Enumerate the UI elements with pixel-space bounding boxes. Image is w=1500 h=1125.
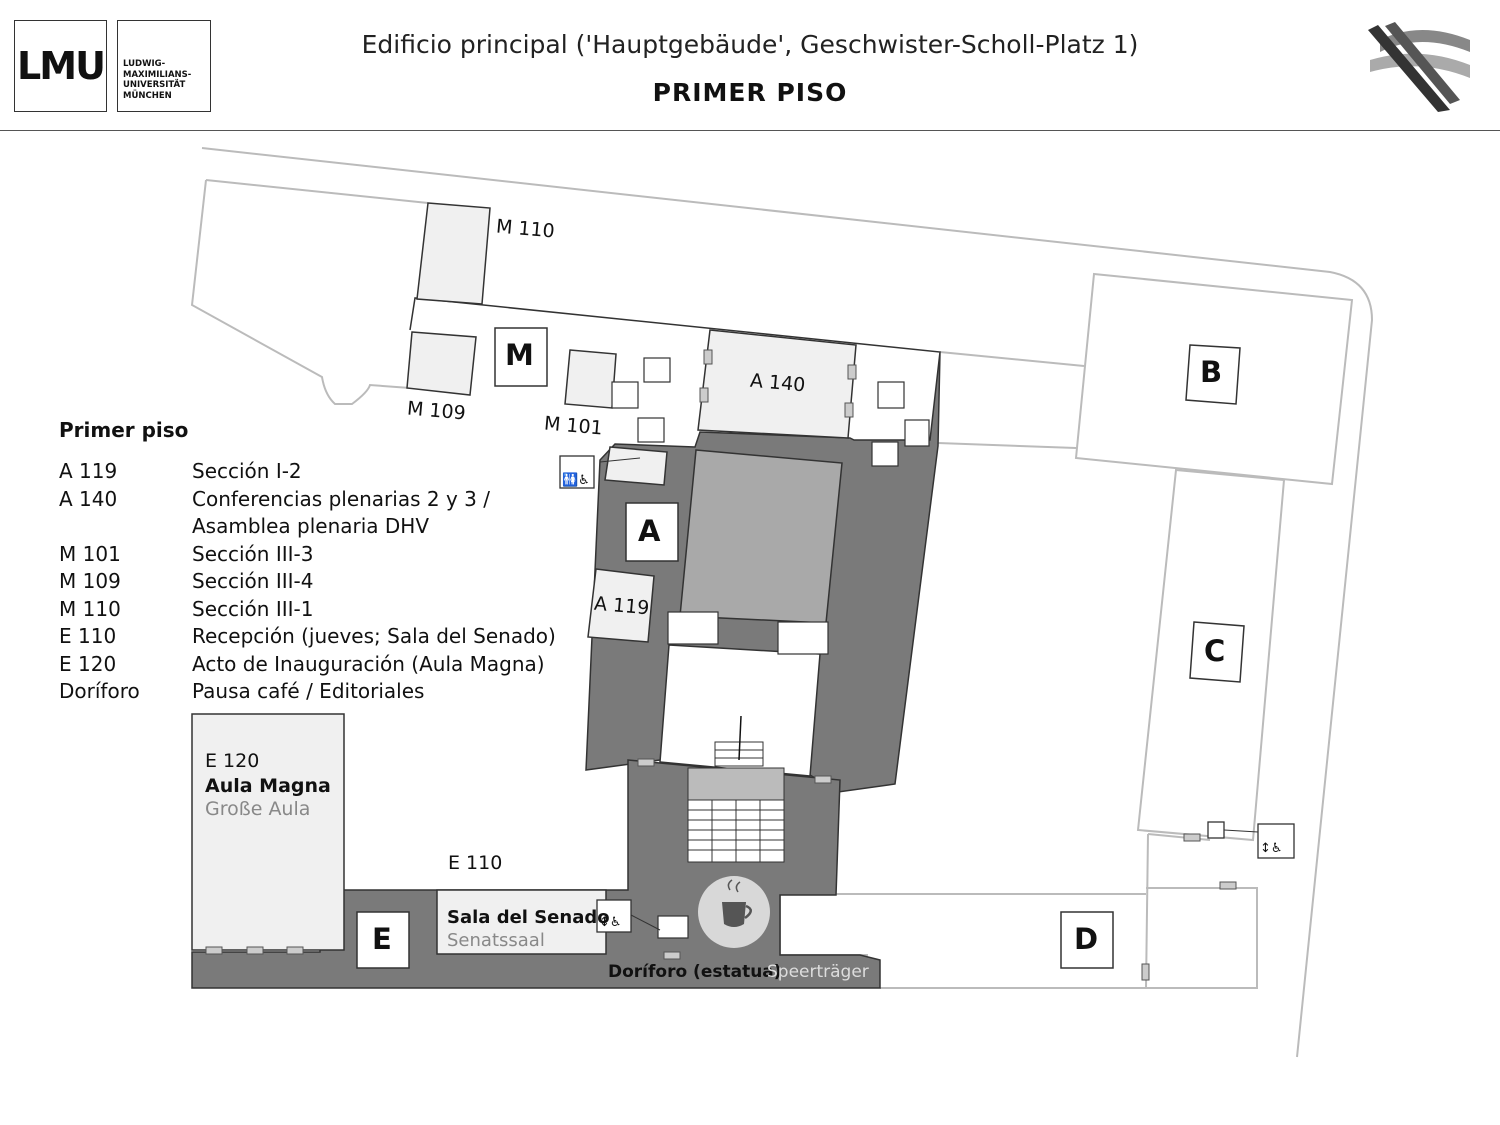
block-c-box [1189, 621, 1245, 683]
block-e: E [372, 922, 392, 956]
legend-title: Primer piso [59, 418, 189, 442]
wc-glyph: 🚻♿ [562, 472, 590, 488]
building-outline [190, 147, 1374, 1058]
legend-row: Asamblea plenaria DHV [192, 514, 430, 538]
block-b: B [1200, 355, 1223, 389]
doors [205, 349, 1237, 981]
wheelchair-glyph: ↕♿ [1260, 841, 1283, 856]
block-c: C [1204, 634, 1226, 668]
label-a140: A 140 [749, 369, 807, 397]
header-divider [0, 130, 1500, 131]
label-grosse-aula: Große Aula [205, 798, 311, 820]
room-e110 [436, 889, 607, 955]
label-senatssaal: Senatssaal [447, 930, 545, 951]
block-a-box [625, 502, 679, 562]
stairs-icon [611, 357, 930, 939]
lmu-logo-mark: LMU [14, 20, 107, 112]
page-subtitle: PRIMER PISO [652, 78, 848, 107]
block-m-box [494, 327, 548, 387]
coffee-icon [698, 876, 770, 948]
wheelchair-icon [1257, 823, 1295, 859]
room-a119 [587, 568, 655, 643]
label-a119: A 119 [593, 592, 651, 620]
room-e120 [191, 713, 345, 951]
room-m109 [406, 331, 477, 396]
lmu-logo-text: LUDWIG- MAXIMILIANS- UNIVERSITÄT MÜNCHEN [117, 20, 211, 112]
grand-stairs-icon [687, 715, 785, 863]
block-d: D [1074, 922, 1099, 956]
brand-swoosh-icon [1368, 22, 1470, 112]
label-sala-senado: Sala del Senado [447, 907, 610, 928]
room-wc [604, 446, 668, 486]
wc-icon [559, 455, 595, 489]
room-m101-area [564, 349, 617, 409]
block-e-box [356, 911, 410, 969]
label-speertraeger: Speerträger [767, 962, 869, 982]
room-m110 [416, 202, 491, 305]
block-a: A [638, 514, 661, 548]
courtyard [679, 449, 843, 624]
room-hall [659, 644, 821, 777]
page-title: Edificio principal ('Hauptgebäude', Gesc… [361, 30, 1139, 59]
block-m: M [505, 338, 534, 372]
label-aula-magna: Aula Magna [205, 775, 331, 797]
label-doriforo: Doríforo (estatua) [608, 962, 782, 982]
label-e110: E 110 [448, 852, 503, 874]
elevator-icon [596, 899, 632, 933]
block-d-box [1060, 911, 1114, 969]
elevator-glyph: ↕♿ [599, 915, 622, 930]
label-e120: E 120 [205, 750, 260, 772]
block-b-box [1185, 344, 1241, 405]
